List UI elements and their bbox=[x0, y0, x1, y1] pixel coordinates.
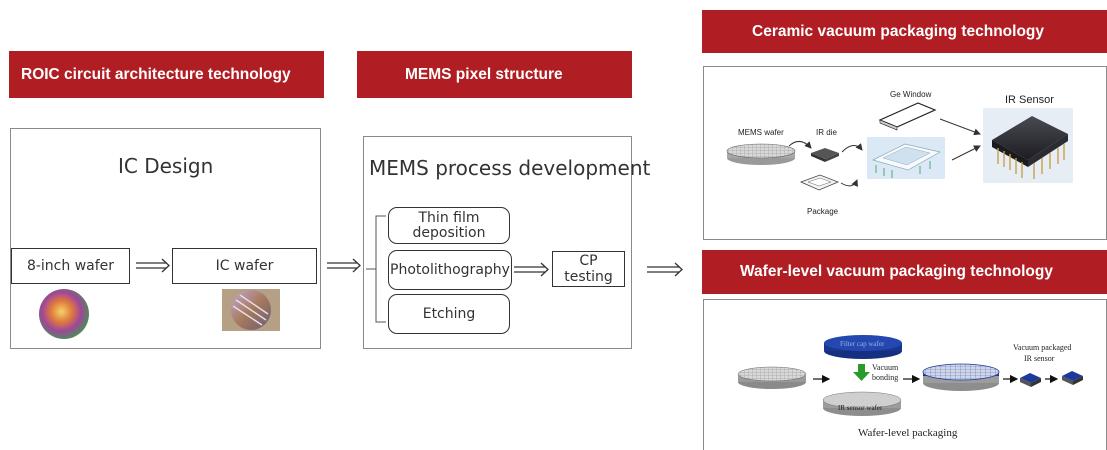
vacuum-packaged-label-1: Vacuum packaged bbox=[1013, 343, 1071, 352]
ir-sensor-chip-image bbox=[983, 108, 1073, 183]
etching-box: Etching bbox=[388, 294, 510, 334]
ge-window-label: Ge Window bbox=[890, 90, 932, 99]
process-bracket bbox=[366, 215, 386, 323]
mems-process-title: MEMS process development bbox=[369, 156, 651, 180]
mems-wafer-label: MEMS wafer bbox=[738, 128, 784, 137]
ir-sensor-label: IR Sensor bbox=[1005, 94, 1054, 106]
packaged-sensor-image-2 bbox=[1062, 371, 1083, 385]
vacuum-packaged-label-2: IR sensor bbox=[1024, 354, 1055, 363]
packaged-sensor-image-1 bbox=[1020, 373, 1041, 387]
vacuum-label: Vacuum bbox=[872, 363, 899, 372]
ir-sensor-wafer-image bbox=[822, 391, 902, 416]
ic-wafer-image bbox=[222, 289, 280, 331]
ceramic-banner-label: Ceramic vacuum packaging technology bbox=[752, 22, 1045, 40]
wafer8-box: 8-inch wafer bbox=[11, 248, 130, 284]
bonding-label: bonding bbox=[872, 373, 898, 382]
ir-sensor-wafer-label: IR sensor wafer bbox=[838, 404, 883, 412]
blank-wafer-image bbox=[737, 366, 807, 389]
ic-wafer-box: IC wafer bbox=[172, 248, 317, 284]
double-arrow-2 bbox=[327, 258, 361, 273]
roic-banner: ROIC circuit architecture technology bbox=[9, 51, 324, 98]
mems-banner: MEMS pixel structure bbox=[357, 51, 632, 98]
wafer-level-banner-label: Wafer-level vacuum packaging technology bbox=[740, 263, 1053, 280]
cap-wafer-label: Filter cap wafer bbox=[840, 340, 885, 348]
roic-banner-label: ROIC circuit architecture technology bbox=[21, 65, 291, 83]
ir-die-image bbox=[811, 148, 839, 162]
cp-testing-box: CP testing bbox=[552, 251, 625, 287]
assembled-package-image bbox=[867, 137, 945, 179]
ic-design-title: IC Design bbox=[118, 154, 214, 178]
wafer-level-banner: Wafer-level vacuum packaging technology bbox=[702, 250, 1107, 294]
wafer-level-caption: Wafer-level packaging bbox=[858, 427, 958, 439]
bonded-wafer-image bbox=[922, 363, 1000, 391]
green-down-arrow bbox=[853, 364, 870, 381]
double-arrow-1 bbox=[136, 258, 170, 273]
package-image bbox=[799, 174, 840, 191]
ir-die-label: IR die bbox=[816, 128, 837, 137]
ceramic-banner: Ceramic vacuum packaging technology bbox=[702, 10, 1107, 53]
double-arrow-4 bbox=[647, 262, 683, 277]
rainbow-wafer-image bbox=[39, 289, 89, 339]
ge-window-image bbox=[878, 102, 937, 131]
double-arrow-3 bbox=[514, 262, 549, 277]
thin-film-box: Thin film deposition bbox=[388, 207, 510, 244]
mems-wafer-image bbox=[726, 143, 796, 165]
photolithography-box: Photolithography bbox=[388, 250, 512, 290]
cap-wafer-image bbox=[824, 335, 902, 359]
mems-banner-label: MEMS pixel structure bbox=[405, 65, 563, 83]
package-label: Package bbox=[807, 207, 839, 216]
